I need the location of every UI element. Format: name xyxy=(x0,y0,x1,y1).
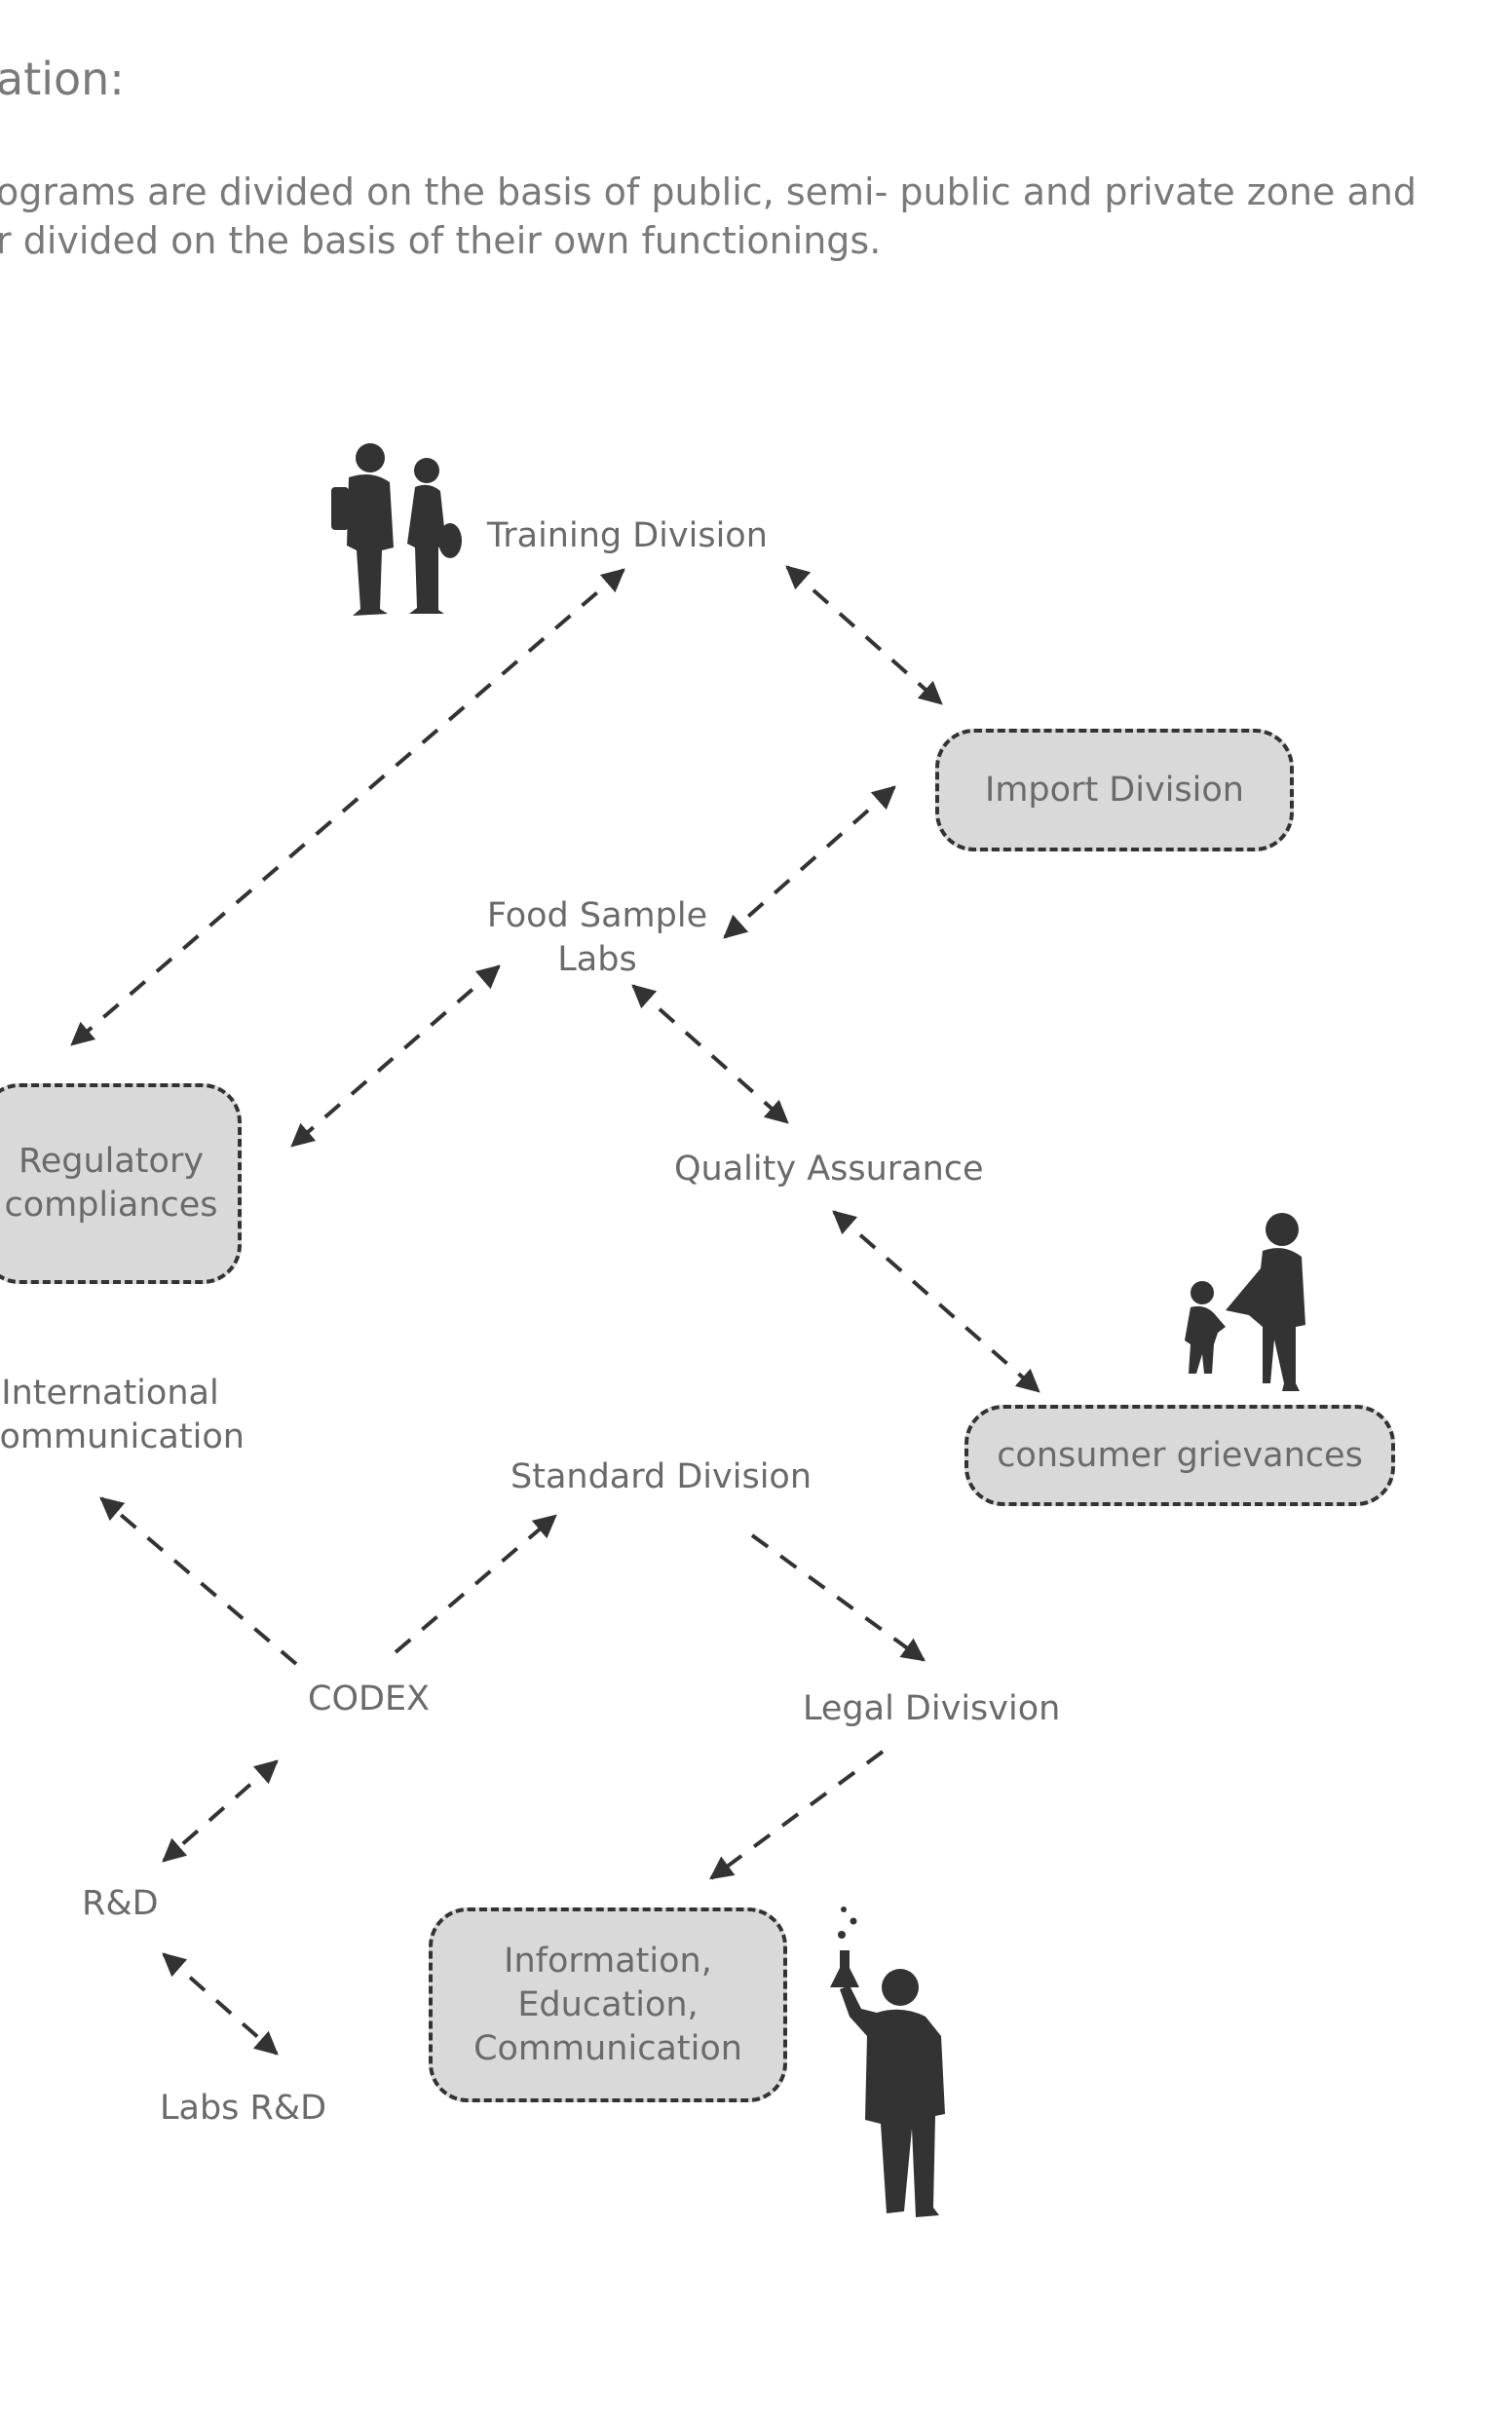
node-import-division: Import Division xyxy=(935,729,1294,851)
node-food-sample-labs: Food Sample Labs xyxy=(475,894,719,982)
node-food-label-line-1: Food Sample xyxy=(486,896,708,935)
node-import-label: Import Division xyxy=(985,770,1244,810)
node-iec-label-line-1: Information, xyxy=(504,1941,712,1981)
arrow-rd-labsrd xyxy=(162,1952,279,2056)
arrow-codex-rd xyxy=(162,1759,279,1863)
node-iec-label: Information, Education, Communication xyxy=(473,1940,742,2071)
arrow-standard-legal xyxy=(750,1533,926,1662)
arrow-import-food xyxy=(723,785,896,939)
node-regulatory-label-line-2: compliances xyxy=(4,1186,218,1225)
node-training-division: Training Division xyxy=(487,516,768,555)
node-food-label-line-2: Labs xyxy=(557,940,637,979)
node-iec-label-line-2: Education, xyxy=(517,1984,699,2024)
node-regulatory-compliances: Regulatory compliances xyxy=(0,1083,242,1284)
node-regulatory-label: Regulatory compliances xyxy=(4,1140,217,1227)
node-international-label-line-2: Communication xyxy=(0,1417,245,1456)
node-standard-division: Standard Division xyxy=(510,1457,813,1496)
description-line-1: ograms are divided on the basis of publi… xyxy=(0,170,1418,213)
node-legal-division: Legal Divisvion xyxy=(803,1689,1061,1728)
node-international-label-line-1: International xyxy=(1,1374,219,1413)
scientist-with-flask-silhouette-icon xyxy=(830,1906,945,2217)
node-codex: CODEX xyxy=(308,1680,431,1718)
arrow-training-regulatory xyxy=(70,568,625,1046)
node-consumer-grievances: consumer grievances xyxy=(964,1405,1395,1506)
mother-and-child-silhouette-icon xyxy=(1185,1213,1305,1391)
node-iec-label-line-3: Communication xyxy=(473,2028,742,2068)
arrow-legal-iec xyxy=(709,1750,885,1880)
arrow-training-import xyxy=(785,565,943,705)
arrow-quality-consumer xyxy=(832,1210,1040,1393)
node-information-education-communication: Information, Education, Communication xyxy=(429,1907,787,2102)
node-quality-assurance: Quality Assurance xyxy=(674,1150,984,1189)
page-description: ograms are divided on the basis of publi… xyxy=(0,168,1512,265)
two-people-silhouette-icon xyxy=(331,443,462,616)
description-line-2: r divided on the basis of their own func… xyxy=(0,219,882,262)
node-international-communication: International Communication xyxy=(0,1372,259,1459)
node-regulatory-label-line-1: Regulatory xyxy=(18,1142,205,1181)
page-heading: ation: xyxy=(0,53,125,105)
arrow-food-regulatory xyxy=(290,964,501,1148)
node-consumer-label: consumer grievances xyxy=(997,1435,1363,1475)
arrow-food-quality xyxy=(631,984,789,1124)
arrow-codex-standard xyxy=(394,1514,557,1654)
arrow-codex-international xyxy=(99,1496,298,1666)
node-rd: R&D xyxy=(82,1884,159,1923)
node-labs-rd: Labs R&D xyxy=(160,2089,327,2128)
